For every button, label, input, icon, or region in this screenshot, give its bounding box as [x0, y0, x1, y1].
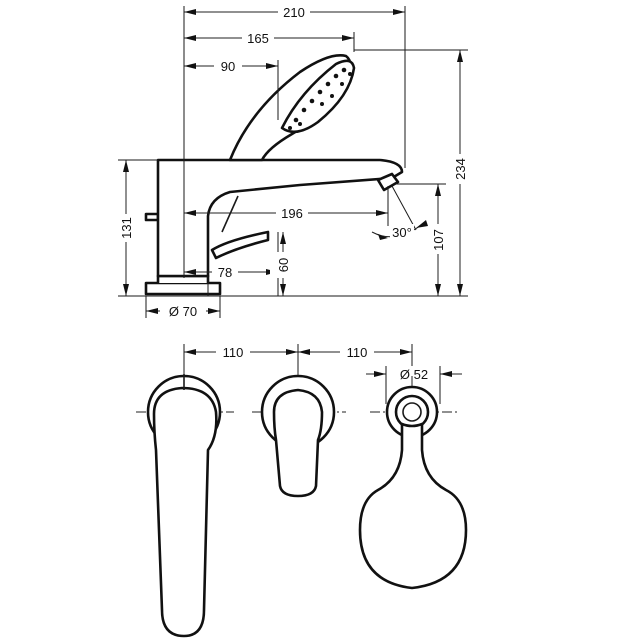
- base-plate: [144, 281, 222, 296]
- dim-110-left: 110: [184, 344, 298, 360]
- hand-shower-head: [280, 59, 356, 134]
- dim-196-label: 196: [281, 206, 303, 221]
- lever-top: [272, 388, 324, 498]
- dim-110-right: 110: [298, 344, 412, 360]
- dim-diameter-52: Ø 52: [366, 366, 462, 404]
- dim-234-label: 234: [453, 158, 468, 180]
- dim-107-label: 107: [431, 229, 446, 251]
- dim-107: 107: [424, 184, 452, 296]
- side-view: 210 165 90 196 78: [112, 4, 474, 319]
- dim-angle-30-label: 30°: [392, 225, 412, 240]
- dim-165: 165: [184, 30, 354, 46]
- dim-60-label: 60: [276, 258, 291, 272]
- dim-165-label: 165: [247, 31, 269, 46]
- dim-diameter-70-label: Ø 70: [169, 304, 197, 319]
- mixer-body: [156, 158, 404, 278]
- dim-131-label: 131: [119, 217, 134, 239]
- dim-210: 210: [184, 4, 405, 20]
- hose-guide: [221, 195, 239, 233]
- dim-196: 196: [184, 205, 388, 221]
- dim-diameter-70: Ø 70: [146, 303, 220, 319]
- shower-nozzles: [288, 67, 352, 130]
- dim-131: 131: [112, 160, 140, 296]
- dim-110-left-label: 110: [223, 345, 244, 360]
- spout-top: [152, 386, 218, 638]
- hand-shower-holder: [210, 230, 270, 260]
- spout-outlet: [376, 172, 400, 192]
- dim-110-right-label: 110: [347, 345, 368, 360]
- dim-60: 60: [270, 232, 296, 296]
- dim-90-label: 90: [221, 59, 235, 74]
- dim-78-label: 78: [218, 265, 232, 280]
- dim-angle-30: 30°: [371, 220, 428, 240]
- hand-shower-top: [358, 422, 468, 590]
- shower-holder-inner: [402, 402, 422, 422]
- dim-210-label: 210: [283, 5, 305, 20]
- dim-78: 78: [184, 264, 278, 280]
- dim-234: 234: [446, 50, 474, 296]
- lever-stub: [144, 212, 160, 222]
- dim-diameter-52-label: Ø 52: [400, 367, 428, 382]
- shower-holder-ring: [394, 394, 430, 430]
- dim-90: 90: [184, 58, 278, 74]
- top-view: 110 110 Ø 52: [136, 344, 468, 638]
